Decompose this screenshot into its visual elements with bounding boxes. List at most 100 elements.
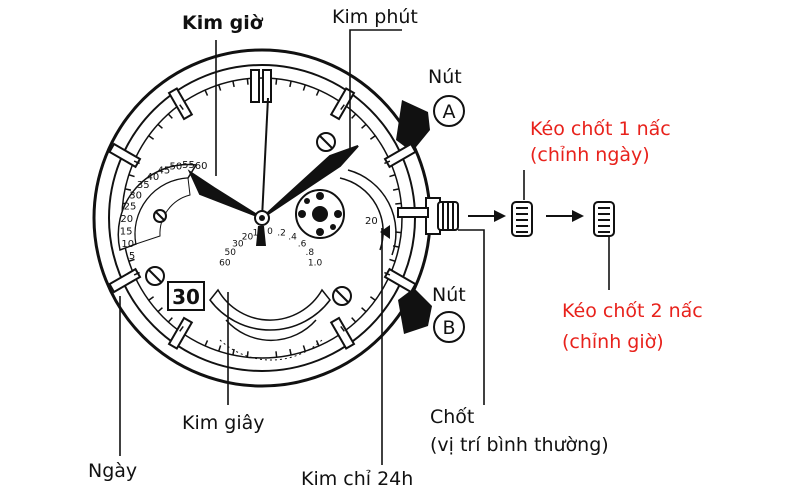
minute-tick (302, 345, 306, 352)
minute-tick (179, 325, 184, 332)
subdial-tick-label: .8 (306, 248, 315, 258)
minute-tick (204, 340, 209, 347)
subdial-tick-label: 40 (147, 172, 160, 183)
subdial-tick-label: .2 (277, 228, 286, 238)
subdial-tick-label: 25 (124, 202, 137, 213)
subdial-tick-label: 45 (158, 166, 171, 177)
minute-tick (275, 78, 278, 85)
minute-tick (232, 348, 235, 356)
minute-tick (384, 160, 391, 165)
button-a-marker (433, 95, 465, 127)
bottom-subdial (209, 288, 331, 361)
minute-tick (133, 160, 140, 165)
crown-step2-line1: Kéo chốt 2 nấc (562, 300, 703, 322)
minute-ticks (122, 78, 402, 358)
minute-hand-label: Kim phút (332, 6, 418, 28)
crown-position-2-icon (593, 201, 615, 237)
date-window: 30 (167, 281, 205, 311)
minute-tick (389, 258, 396, 262)
second-hand (261, 97, 269, 219)
minute-tick (384, 271, 391, 276)
button-b-marker (433, 311, 465, 343)
subdial-tick-label: 20 (120, 214, 133, 225)
subdial-tick-label: 5 (129, 251, 135, 262)
subdial-tick-label: .6 (298, 239, 307, 249)
second-hand-label: Kim giây (182, 412, 265, 434)
crown-step2-line2: (chỉnh giờ) (562, 331, 664, 353)
subdial-tick-label: 50 (170, 162, 183, 173)
button-b-letter: B (442, 317, 455, 339)
minute-tick (167, 317, 173, 323)
crown-icon[interactable] (425, 197, 459, 235)
subdial-tick-label: 50 (224, 248, 236, 258)
subdial-tick-label: 30 (232, 239, 244, 249)
pusher-a-icon[interactable] (396, 100, 430, 152)
minute-tick (315, 89, 320, 96)
subdial-tick-label: 0 (267, 227, 273, 237)
button-b-label: Nút (432, 284, 466, 306)
hand-24h-label: Kim chỉ 24h (301, 468, 414, 490)
minute-tick (246, 78, 249, 85)
leader-lines (119, 29, 610, 465)
minute-tick (133, 271, 140, 276)
minute-tick (369, 296, 376, 301)
crown-step1-line2: (chỉnh ngày) (530, 144, 650, 166)
minute-tick (246, 351, 249, 358)
subdial-tick-label: 10 (121, 239, 134, 250)
minute-tick (179, 104, 184, 111)
subdial-tick-label: 60 (195, 161, 208, 172)
button-a-letter: A (443, 101, 456, 123)
crown-position-1-icon (511, 201, 533, 237)
subdial-tick-label: 35 (137, 180, 150, 191)
minute-tick (148, 296, 155, 301)
minute-tick (361, 123, 367, 129)
button-a-label: Nút (428, 66, 462, 88)
minute-tick (148, 135, 155, 140)
subdial-tick-label: 1.0 (308, 259, 323, 269)
arrow-right-icon (546, 210, 584, 222)
minute-tick (369, 135, 376, 140)
minute-tick (289, 80, 292, 88)
minute-tick (275, 351, 278, 358)
minute-tick (157, 123, 163, 129)
minute-hand (261, 145, 359, 219)
subdial-tick-label: 15 (120, 227, 133, 238)
date-label: Ngày (88, 460, 138, 482)
subdial-tick-label: 30 (129, 190, 142, 201)
second-hand-tail (256, 226, 266, 246)
right-subdial: 20 (295, 169, 397, 256)
screws (145, 132, 352, 306)
pusher-b-icon[interactable] (398, 288, 432, 334)
crown-label-line2: (vị trí bình thường) (430, 434, 609, 456)
minute-tick (232, 80, 235, 88)
subdial-tick-label: .4 (288, 233, 297, 243)
minute-tick (204, 89, 209, 96)
arrow-right-icon (468, 210, 506, 222)
minute-tick (361, 307, 367, 313)
minute-tick (289, 348, 292, 356)
minute-tick (218, 345, 222, 352)
minute-tick (128, 258, 135, 262)
minute-tick (124, 188, 132, 191)
minute-tick (167, 113, 173, 119)
subdial-tick-label: 60 (219, 259, 231, 269)
minute-tick (128, 174, 135, 178)
minute-tick (340, 325, 345, 332)
hour-hand (187, 169, 263, 219)
minute-tick (340, 104, 345, 111)
minute-tick (392, 188, 400, 191)
right-subdial-tick: 20 (365, 216, 378, 227)
minute-tick (351, 113, 357, 119)
crown-step1-line1: Kéo chốt 1 nấc (530, 118, 671, 140)
subdial-tick-label: 20 (242, 233, 254, 243)
minute-tick (351, 317, 357, 323)
minute-tick (395, 202, 402, 205)
minute-tick (157, 307, 163, 313)
minute-tick (389, 174, 396, 178)
crown-label-line1: Chốt (430, 406, 475, 428)
minute-tick (218, 84, 222, 91)
hour-hand-label: Kim giờ (182, 12, 263, 34)
subdial-tick-label: 55 (182, 160, 195, 171)
